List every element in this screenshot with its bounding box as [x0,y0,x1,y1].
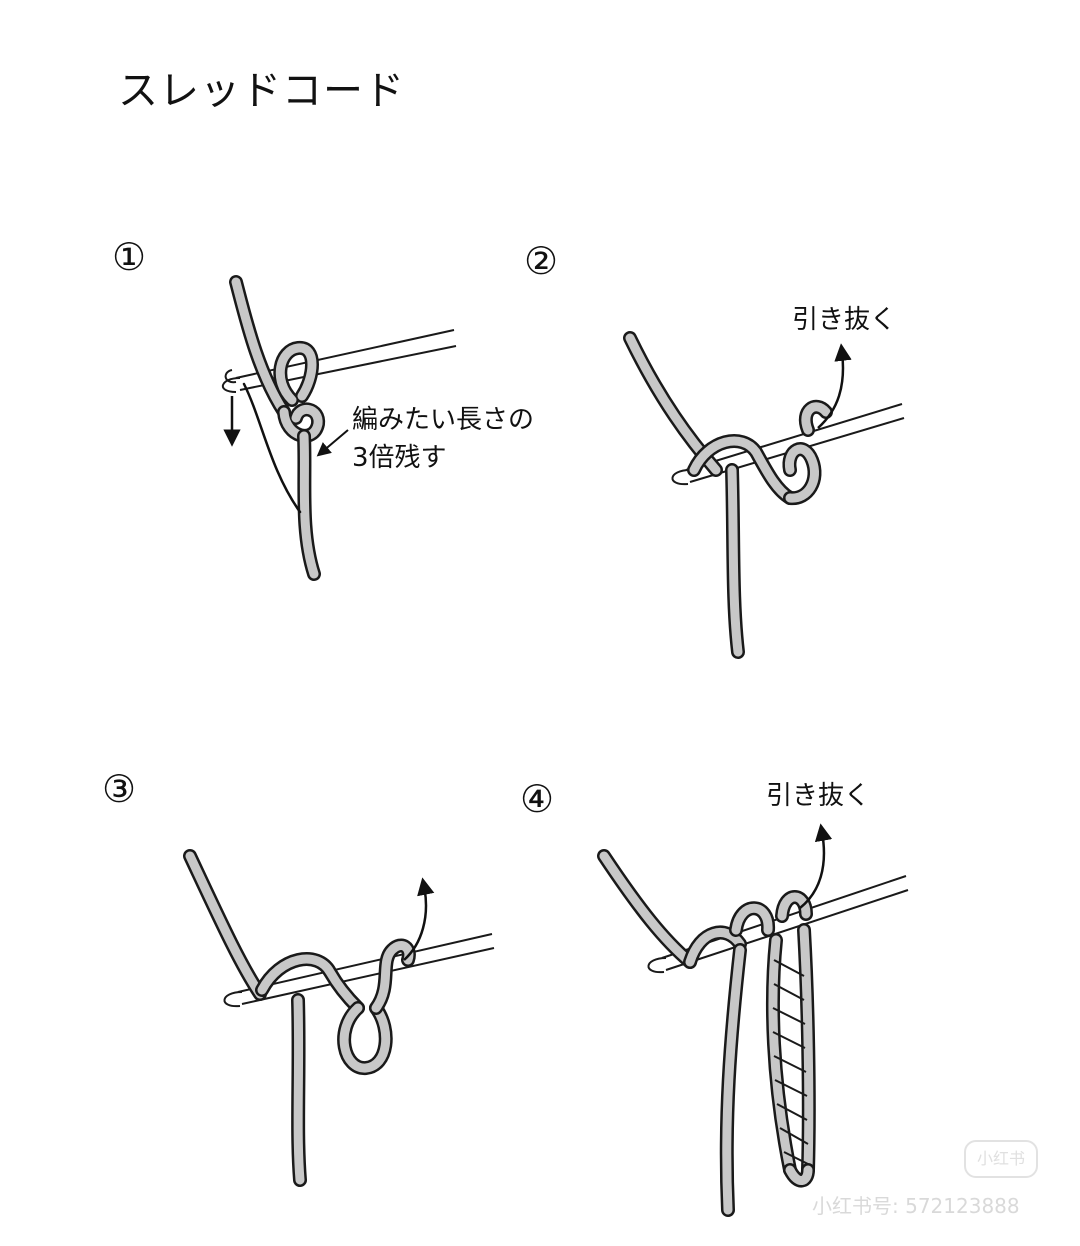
page-title: スレッドコード [118,68,405,114]
pointer-arrow-icon [316,429,349,457]
pull-through-arrow-icon [817,343,852,429]
watermark-logo: 小红书 [964,1140,1038,1178]
step-4-note: 引き抜く [766,781,871,811]
step-1-note-line-1: 編みたい長さの [352,405,535,435]
step-2-number: ② [524,239,559,283]
watermark-id: 小红书号: 572123888 [812,1194,1020,1218]
step-1-illustration [222,275,457,581]
step-4-illustration [597,823,909,1217]
pull-through-arrow-icon-2 [799,823,833,909]
step-4-number: ④ [520,777,555,821]
crochet-hook-3 [223,933,495,1008]
yarn-step-4 [597,849,816,1217]
step-1-note-line-2: 3倍残す [352,442,447,473]
chain-stitch-marks [772,959,809,1165]
step-2-illustration [623,331,905,659]
pull-up-arrow-icon [403,877,435,961]
step-2-note: 引き抜く [792,305,897,335]
yarn-over-strand-1 [242,382,302,514]
step-1-note: 編みたい長さの 3倍残す [352,402,534,477]
step-1-number: ① [112,235,147,279]
yarn-step-2 [623,331,833,659]
yarn-step-3 [183,849,416,1187]
step-3-number: ③ [102,767,137,811]
yarn-step-1 [229,275,326,581]
step-3-illustration [183,849,495,1187]
